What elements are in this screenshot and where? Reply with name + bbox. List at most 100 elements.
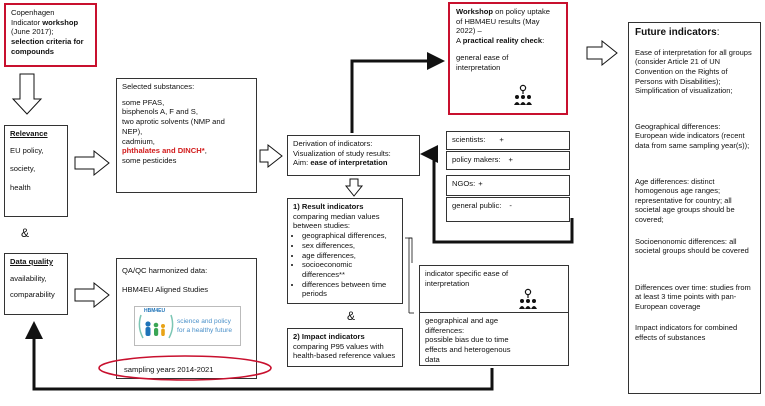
logo-name: HBM4EU bbox=[144, 308, 166, 314]
data-quality-box: Data quality availability, comparability bbox=[4, 253, 68, 315]
result-bullet-age: age differences, bbox=[302, 251, 397, 261]
substances-heading: Selected substances: bbox=[122, 82, 195, 91]
stakeholder-policy-makers: policy makers: + bbox=[446, 151, 570, 170]
copenhagen-line3: (June 2017); bbox=[11, 27, 54, 37]
workshop-rest: on policy uptake bbox=[493, 7, 550, 16]
indicator-specific-line2: interpretation bbox=[425, 278, 470, 288]
arrow-derivation-to-workshop bbox=[350, 52, 445, 133]
policy-makers-value: + bbox=[508, 155, 513, 164]
derivation-aim: Aim: bbox=[293, 158, 311, 168]
data-quality-comparability: comparability bbox=[10, 290, 55, 300]
indicator-specific-top: indicator specific ease of interpretatio… bbox=[420, 266, 568, 313]
result-bullet-geo: geographical differences, bbox=[302, 231, 397, 241]
data-quality-heading: Data quality bbox=[10, 257, 54, 266]
sampling-years: sampling years 2014-2021 bbox=[124, 365, 214, 374]
arrow-feedback-to-derivation bbox=[420, 145, 574, 244]
people-icon-workshop bbox=[514, 84, 532, 105]
substance-phthalates-suffix: , bbox=[204, 146, 207, 156]
relevance-heading-row: Relevance bbox=[10, 129, 62, 139]
copenhagen-line2-text: Indicator bbox=[11, 17, 43, 27]
logo-person-2-head bbox=[153, 322, 159, 328]
stakeholder-ngos: NGOs:+ bbox=[446, 175, 570, 196]
relevance-item-society: society, bbox=[10, 164, 36, 174]
ampersand-left: & bbox=[21, 226, 30, 240]
logo-person-2-body bbox=[154, 328, 159, 336]
ngos-label: NGOs: bbox=[452, 179, 476, 188]
data-quality-availability: availability, bbox=[10, 273, 47, 283]
ngos-value: + bbox=[478, 179, 483, 188]
indicator-specific-detail: geographical and age differences: possib… bbox=[420, 313, 568, 368]
stakeholder-scientists: scientists:+ bbox=[446, 131, 570, 150]
detail-line-1: geographical and age bbox=[425, 316, 499, 325]
future-title-suffix: : bbox=[716, 27, 720, 38]
selection-criteria-label: selection criteria for bbox=[11, 37, 84, 47]
workshop-line2: of HBM4EU results (May bbox=[456, 16, 540, 26]
future-indicators-box: Future indicators: Ease of interpretatio… bbox=[628, 22, 761, 394]
relevance-box: Relevance EU policy, society, health bbox=[4, 125, 68, 217]
substance-cadmium: cadmium, bbox=[122, 136, 155, 146]
right-arrow-data-quality bbox=[74, 281, 110, 309]
right-arrow-relevance bbox=[74, 149, 110, 177]
result-indicators-box: 1) Result indicators comparing median va… bbox=[287, 198, 403, 304]
logo-tagline-1: science and policy bbox=[177, 318, 231, 325]
copenhagen-workshop-label: workshop bbox=[42, 17, 79, 27]
result-indicators-title: 1) Result indicators bbox=[293, 202, 364, 211]
workshop-line4: A practical reality check: bbox=[456, 36, 560, 46]
impact-title-row: 2) Impact indicators bbox=[293, 332, 397, 342]
derivation-line1: Derivation of indicators: bbox=[293, 139, 373, 148]
logo-tagline-2: for a healthy future bbox=[177, 327, 232, 334]
copenhagen-line1: Copenhagen bbox=[11, 8, 55, 17]
hbm4eu-logo: HBM4EU science and policy for a healthy … bbox=[134, 306, 241, 346]
derivation-line3: Aim: ease of interpretation bbox=[293, 158, 414, 168]
future-socioeconomic: Socioenonomic differences: all societal … bbox=[635, 236, 749, 256]
stakeholder-general-public: general public:- bbox=[446, 197, 570, 222]
derivation-ease: ease of interpretation bbox=[310, 158, 388, 168]
policy-makers-label: policy makers: bbox=[452, 155, 501, 164]
scientists-value: + bbox=[499, 135, 504, 144]
substance-phthalates-row: phthalates and DINCH*, bbox=[122, 146, 251, 156]
detail-line-3: possible bias due to time bbox=[425, 335, 509, 345]
workshop-line6: interpretation bbox=[456, 62, 501, 72]
data-quality-heading-row: Data quality bbox=[10, 257, 62, 267]
ampersand-middle: & bbox=[347, 309, 356, 323]
derivation-box: Derivation of indicators: Visualization … bbox=[287, 135, 420, 176]
future-impact: Impact indicators for combined effects o… bbox=[635, 323, 738, 343]
aligned-studies-label: HBM4EU Aligned Studies bbox=[122, 284, 209, 294]
compounds-label: compounds bbox=[11, 46, 55, 56]
result-sub1: comparing median values bbox=[293, 211, 380, 221]
sampling-years-highlight bbox=[98, 355, 272, 381]
workshop-line1: Workshop on policy uptake bbox=[456, 7, 560, 17]
arrow-to-indicator-specific bbox=[408, 237, 412, 313]
substance-pesticides: some pesticides bbox=[122, 156, 177, 166]
copenhagen-line5: compounds bbox=[11, 47, 90, 57]
detail-line-4: effects and heterogenous bbox=[425, 345, 511, 355]
down-arrow-derivation bbox=[344, 178, 364, 197]
future-age: Age differences: distinct homogenous age… bbox=[635, 176, 735, 224]
future-time: Differences over time: studies from at l… bbox=[635, 282, 751, 311]
indicator-specific-line1: indicator specific ease of bbox=[425, 269, 509, 278]
arrow-bracket-indicator bbox=[405, 237, 413, 263]
result-sub2: between studies: bbox=[293, 221, 350, 231]
logo-person-1-body bbox=[145, 327, 151, 336]
right-arrow-future bbox=[586, 39, 618, 67]
copenhagen-workshop-box: Copenhagen Indicator workshop (June 2017… bbox=[4, 3, 97, 67]
substance-solvents-cont: NEP), bbox=[122, 126, 143, 136]
impact-indicators-title: 2) Impact indicators bbox=[293, 332, 365, 341]
detail-line-5: data bbox=[425, 354, 440, 364]
detail-line-2: differences: bbox=[425, 325, 465, 335]
logo-person-1-head bbox=[145, 321, 151, 327]
general-public-value: - bbox=[509, 201, 512, 210]
workshop-bold: Workshop bbox=[456, 7, 493, 16]
copenhagen-line2: Indicator workshop bbox=[11, 18, 90, 28]
selected-substances-box: Selected substances: some PFAS, bispheno… bbox=[116, 78, 257, 193]
workshop-line4-post: : bbox=[542, 36, 545, 46]
impact-sub1: comparing P95 values with bbox=[293, 341, 384, 351]
workshop-policy-uptake-box: Workshop on policy uptake of HBM4EU resu… bbox=[448, 2, 568, 115]
copenhagen-line4: selection criteria for bbox=[11, 37, 90, 47]
workshop-line3: 2022) – bbox=[456, 26, 482, 36]
result-bullet-socio: socioeconomic differences** bbox=[302, 260, 397, 279]
people-icon-indicator bbox=[519, 288, 537, 309]
qaqc-heading: QA/QC harmonized data: bbox=[122, 266, 208, 275]
future-title-row: Future indicators: bbox=[635, 27, 754, 40]
